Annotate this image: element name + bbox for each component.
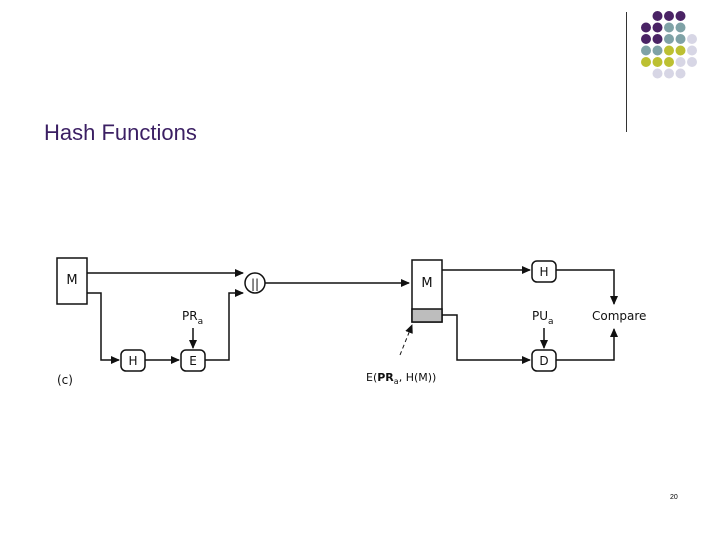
decor-dot bbox=[664, 68, 674, 79]
encrypt-to-concat-line bbox=[205, 289, 244, 361]
decor-dot bbox=[675, 34, 686, 44]
decor-dot bbox=[652, 57, 663, 67]
private-key-label: PRa bbox=[182, 309, 203, 327]
dot-grid-svg bbox=[641, 11, 697, 79]
receiver-hash-label: H bbox=[539, 265, 548, 279]
receiver-hash-box bbox=[531, 260, 557, 283]
decor-dot bbox=[675, 45, 686, 56]
title-divider-line bbox=[626, 12, 627, 132]
hash-to-compare-line bbox=[556, 269, 618, 305]
message-to-hash-line bbox=[87, 292, 120, 364]
decor-dot bbox=[652, 22, 663, 33]
page-number: 20 bbox=[670, 494, 678, 501]
received-message-label: M bbox=[421, 276, 432, 291]
decor-dot bbox=[687, 45, 697, 56]
decor-dot bbox=[641, 34, 651, 44]
decorative-dot-grid bbox=[0, 0, 720, 130]
decor-dot bbox=[641, 22, 651, 33]
decor-dot bbox=[652, 45, 663, 56]
decor-dot bbox=[675, 57, 686, 67]
decor-dot bbox=[652, 34, 663, 44]
public-key-label: PUa bbox=[532, 309, 554, 327]
sender-hash-label: H bbox=[128, 354, 137, 368]
decor-dot bbox=[664, 57, 674, 67]
decor-dot bbox=[675, 11, 686, 21]
received-signature-block bbox=[411, 308, 443, 323]
encrypt-label: E bbox=[189, 354, 197, 368]
part-label: (c) bbox=[57, 373, 73, 387]
signature-to-decrypt-line bbox=[442, 314, 531, 364]
decor-dot bbox=[664, 45, 674, 56]
decor-dot bbox=[641, 57, 651, 67]
signature-caption: E(PRa, H(M)) bbox=[366, 371, 436, 386]
decrypt-to-compare-line bbox=[556, 328, 618, 361]
decor-dot bbox=[675, 68, 686, 79]
decor-dot bbox=[664, 11, 674, 21]
signature-pointer-line bbox=[399, 324, 413, 356]
concatenation-label: || bbox=[251, 277, 259, 291]
decor-dot bbox=[687, 34, 697, 44]
page-title: Hash Functions bbox=[44, 120, 197, 145]
decrypt-label: D bbox=[539, 354, 548, 368]
sender-message-label: M bbox=[66, 273, 77, 288]
decor-dot bbox=[664, 34, 674, 44]
decor-dot bbox=[641, 45, 651, 56]
compare-label: Compare bbox=[592, 309, 646, 323]
decor-dot bbox=[675, 22, 686, 33]
sender-message-box bbox=[56, 257, 88, 305]
decor-dot bbox=[652, 68, 663, 79]
decor-dot bbox=[664, 22, 674, 33]
decor-dot bbox=[652, 11, 663, 21]
decor-dot bbox=[687, 57, 697, 67]
